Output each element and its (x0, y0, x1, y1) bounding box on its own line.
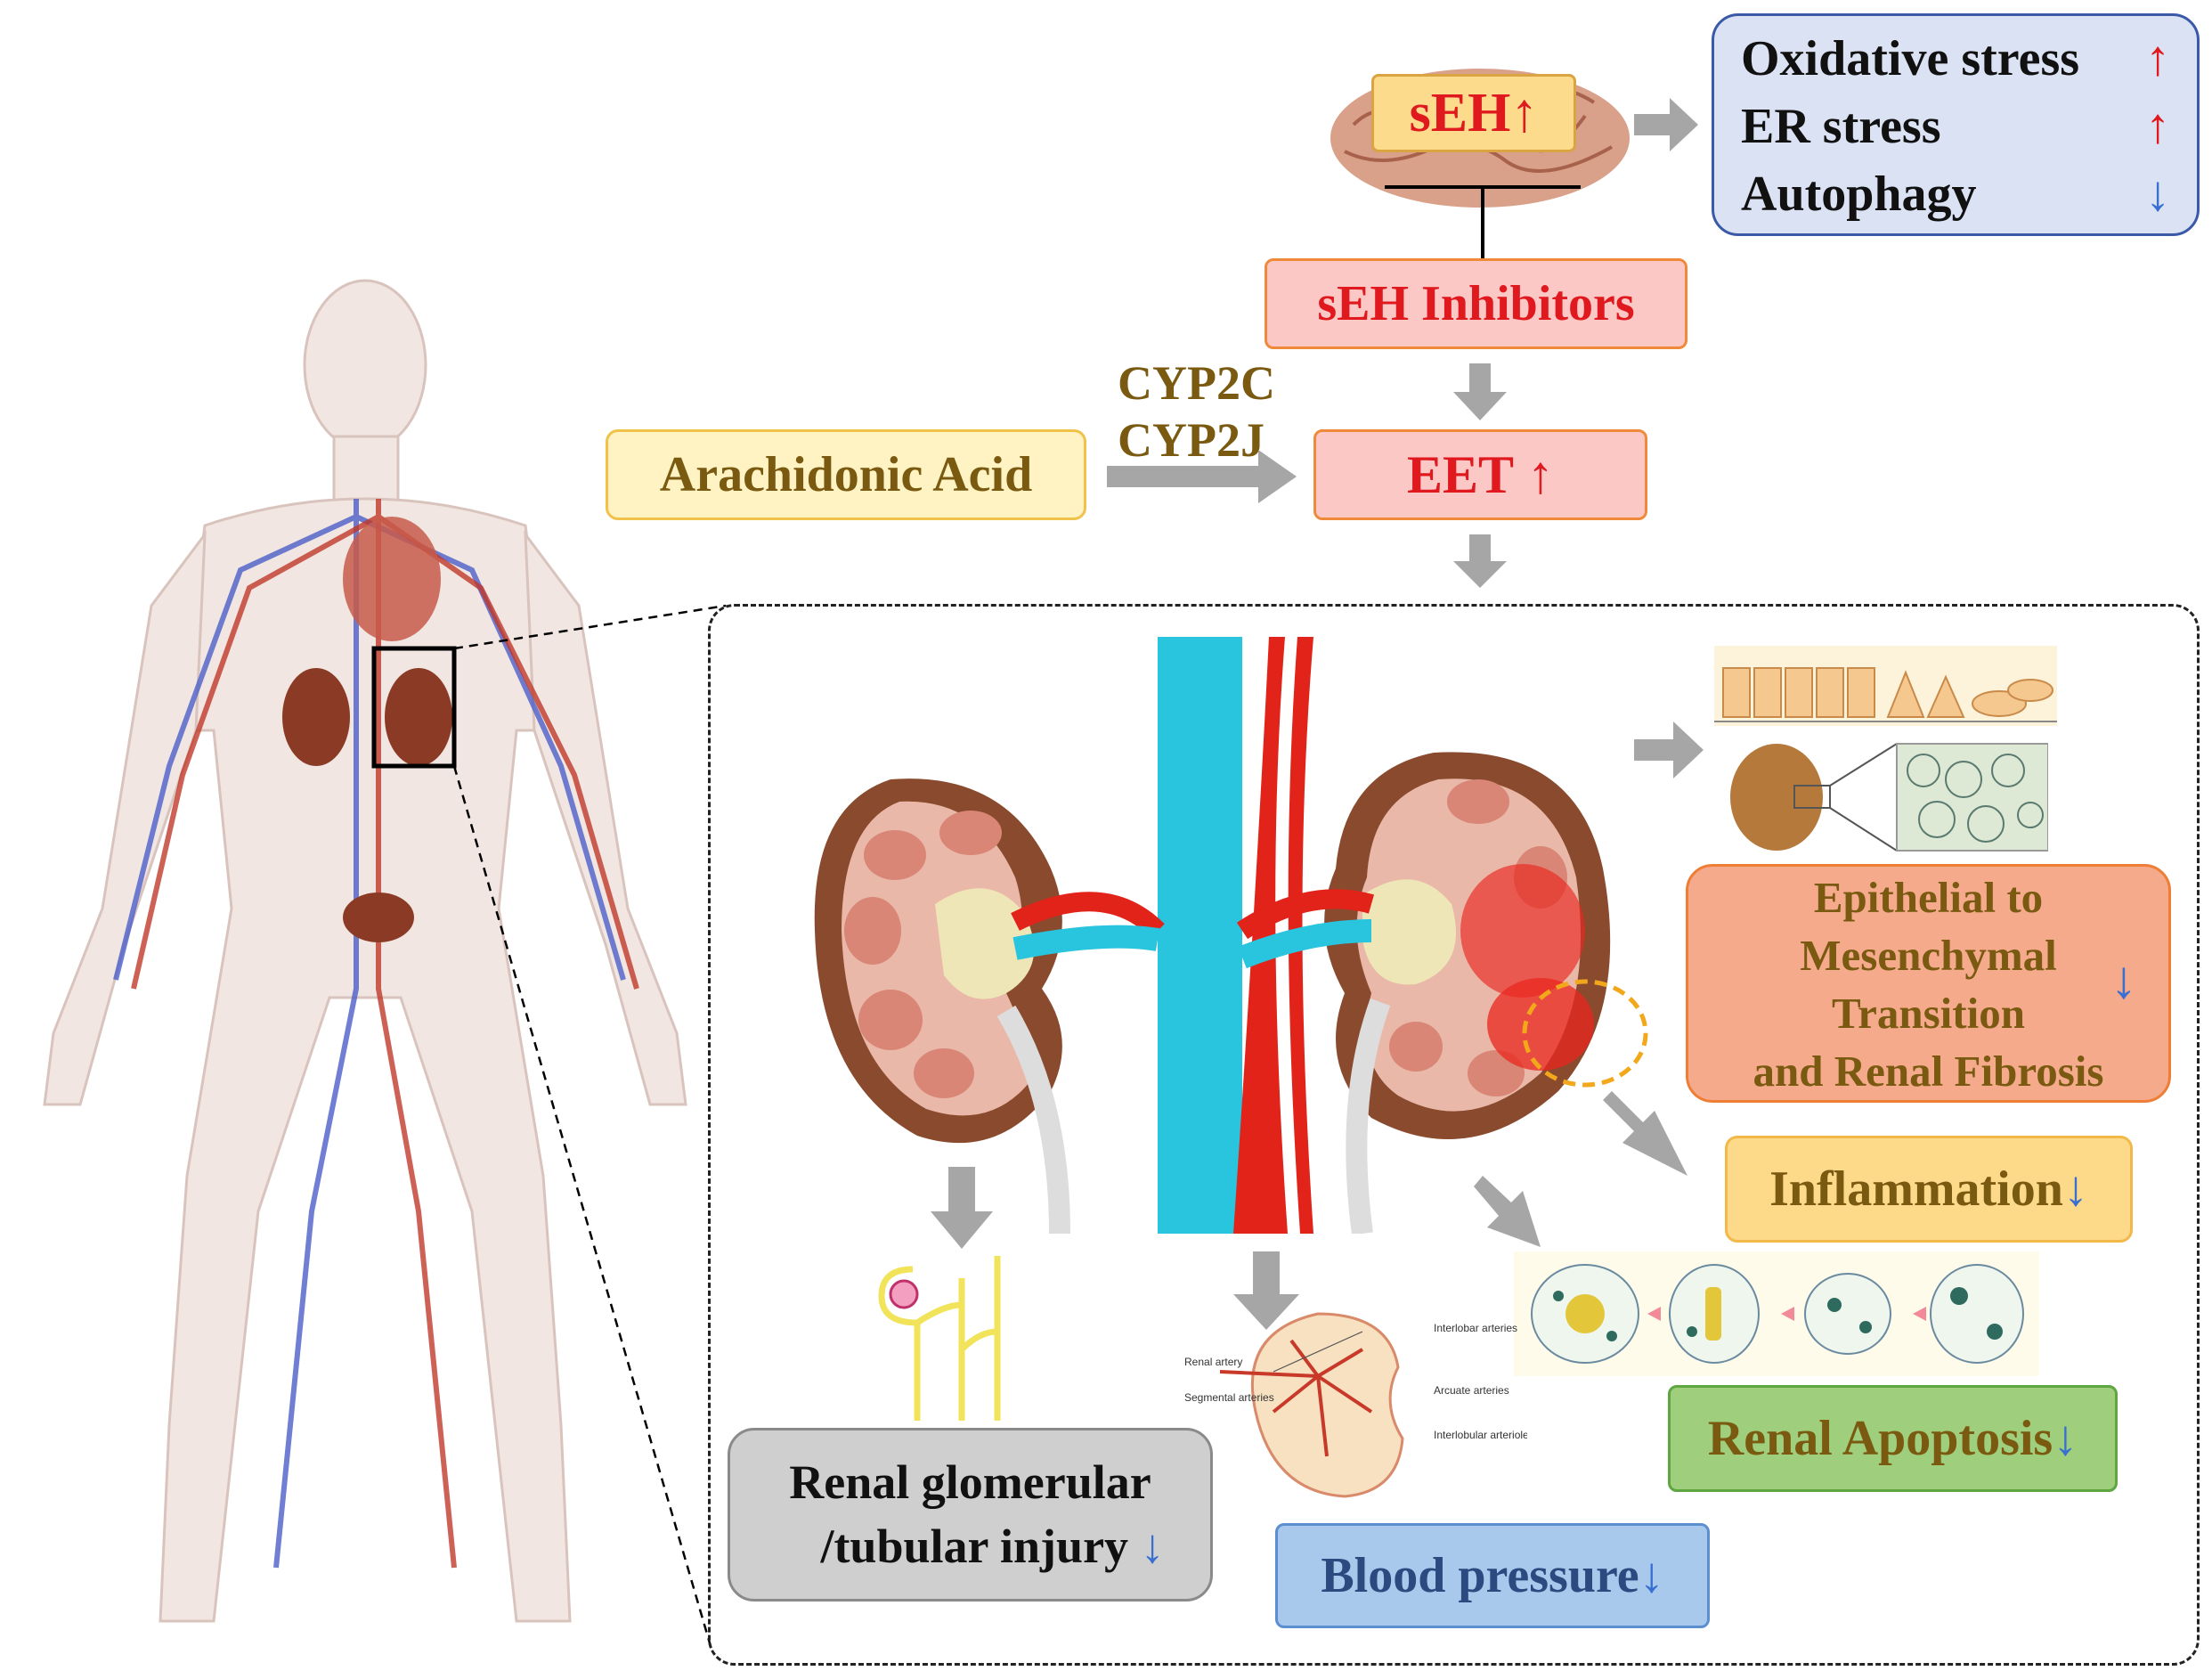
kidney-fibrosis-diagram (1730, 743, 2048, 852)
cellular-stress-box: Oxidative stress ↑ ER stress ↑ Autophagy… (1712, 13, 2200, 236)
interlobar-arteries-label: Interlobar arteries (1434, 1322, 1517, 1334)
eet-label: EET (1406, 444, 1515, 504)
emt-line-2: Mesenchymal (1800, 931, 2057, 980)
seh-node: sEH↑ (1371, 74, 1576, 152)
arrow-inhibitors-to-eet (1453, 363, 1507, 420)
arrow-to-glomerular (931, 1167, 993, 1249)
arachidonic-acid-label: Arachidonic Acid (659, 447, 1033, 502)
inflammation-node: Inflammation↓ (1725, 1136, 2133, 1243)
cell-apoptosis-sequence (1514, 1251, 2039, 1376)
emt-fibrosis-box: Epithelial to Mesenchymal Transition and… (1686, 864, 2171, 1103)
oxidative-stress-label: Oxidative stress (1741, 31, 2080, 86)
renal-apoptosis-down-arrow: ↓ (2053, 1411, 2078, 1466)
nephron-diagram (878, 1256, 1001, 1421)
emt-line-3: Transition (1832, 989, 2025, 1038)
arcuate-arteries-label: Arcuate arteries (1434, 1384, 1509, 1397)
arrow-to-blood-pressure (1233, 1251, 1299, 1330)
seh-label: sEH (1409, 82, 1511, 143)
inhibition-symbol (1385, 185, 1581, 260)
cyp2c-label: CYP2C (1118, 356, 1275, 410)
arrow-seh-to-stress (1634, 98, 1698, 151)
seh-up-arrow: ↑ (1510, 82, 1539, 143)
eet-node: EET ↑ (1313, 429, 1647, 520)
renal-apoptosis-node: Renal Apoptosis↓ (1668, 1385, 2118, 1492)
emt-line-1: Epithelial to (1813, 873, 2044, 922)
epithelial-cells-diagram (1714, 646, 2057, 726)
arrow-to-emt (1634, 721, 1704, 778)
seh-inhibitors-label: sEH Inhibitors (1317, 276, 1635, 331)
glomerular-down-arrow: ↓ (1140, 1520, 1165, 1573)
kidney-cross-section (814, 637, 1648, 1234)
segmental-arteries-label: Segmental arteries (1184, 1391, 1274, 1404)
blood-pressure-node: Blood pressure↓ (1275, 1523, 1710, 1628)
autophagy-label: Autophagy (1741, 167, 1977, 222)
renal-vasculature-diagram: Renal artery Segmental arteries Interlob… (1184, 1312, 1527, 1498)
arrow-eet-to-kidney (1453, 534, 1507, 588)
inflammation-label: Inflammation (1769, 1161, 2063, 1217)
human-body-figure (43, 279, 687, 1623)
arrow-to-inflammation (1603, 1091, 1687, 1176)
glomerular-line-2: /tubular injury (820, 1520, 1129, 1573)
inflammation-down-arrow: ↓ (2062, 1161, 2088, 1217)
oxidative-stress-up-arrow: ↑ (2145, 31, 2170, 86)
glomerular-injury-box: Renal glomerular /tubular injury ↓ (728, 1428, 1213, 1602)
er-stress-up-arrow: ↑ (2145, 99, 2170, 154)
interlobular-arterioles-label: Interlobular arterioles (1434, 1429, 1527, 1441)
seh-inhibitors-node: sEH Inhibitors (1265, 258, 1687, 349)
blood-pressure-label: Blood pressure (1321, 1548, 1639, 1603)
kidney-zoom-panel (708, 604, 2200, 1666)
emt-down-arrow: ↓ (2110, 950, 2137, 1009)
emt-line-4: and Renal Fibrosis (1753, 1047, 2104, 1096)
glomerular-line-1: Renal glomerular (789, 1455, 1151, 1509)
er-stress-label: ER stress (1741, 99, 1941, 154)
renal-apoptosis-label: Renal Apoptosis (1707, 1411, 2053, 1466)
autophagy-down-arrow: ↓ (2145, 167, 2170, 222)
eet-up-arrow: ↑ (1527, 444, 1555, 504)
blood-pressure-down-arrow: ↓ (1639, 1548, 1664, 1603)
arrow-to-apoptosis (1474, 1176, 1541, 1247)
cyp2j-label: CYP2J (1118, 413, 1265, 467)
renal-artery-label: Renal artery (1184, 1356, 1242, 1368)
cyp-labels: CYP2C CYP2J (1118, 355, 1275, 469)
arrow-arachidonic-to-eet (1107, 450, 1297, 503)
arachidonic-acid-node: Arachidonic Acid (606, 429, 1086, 520)
